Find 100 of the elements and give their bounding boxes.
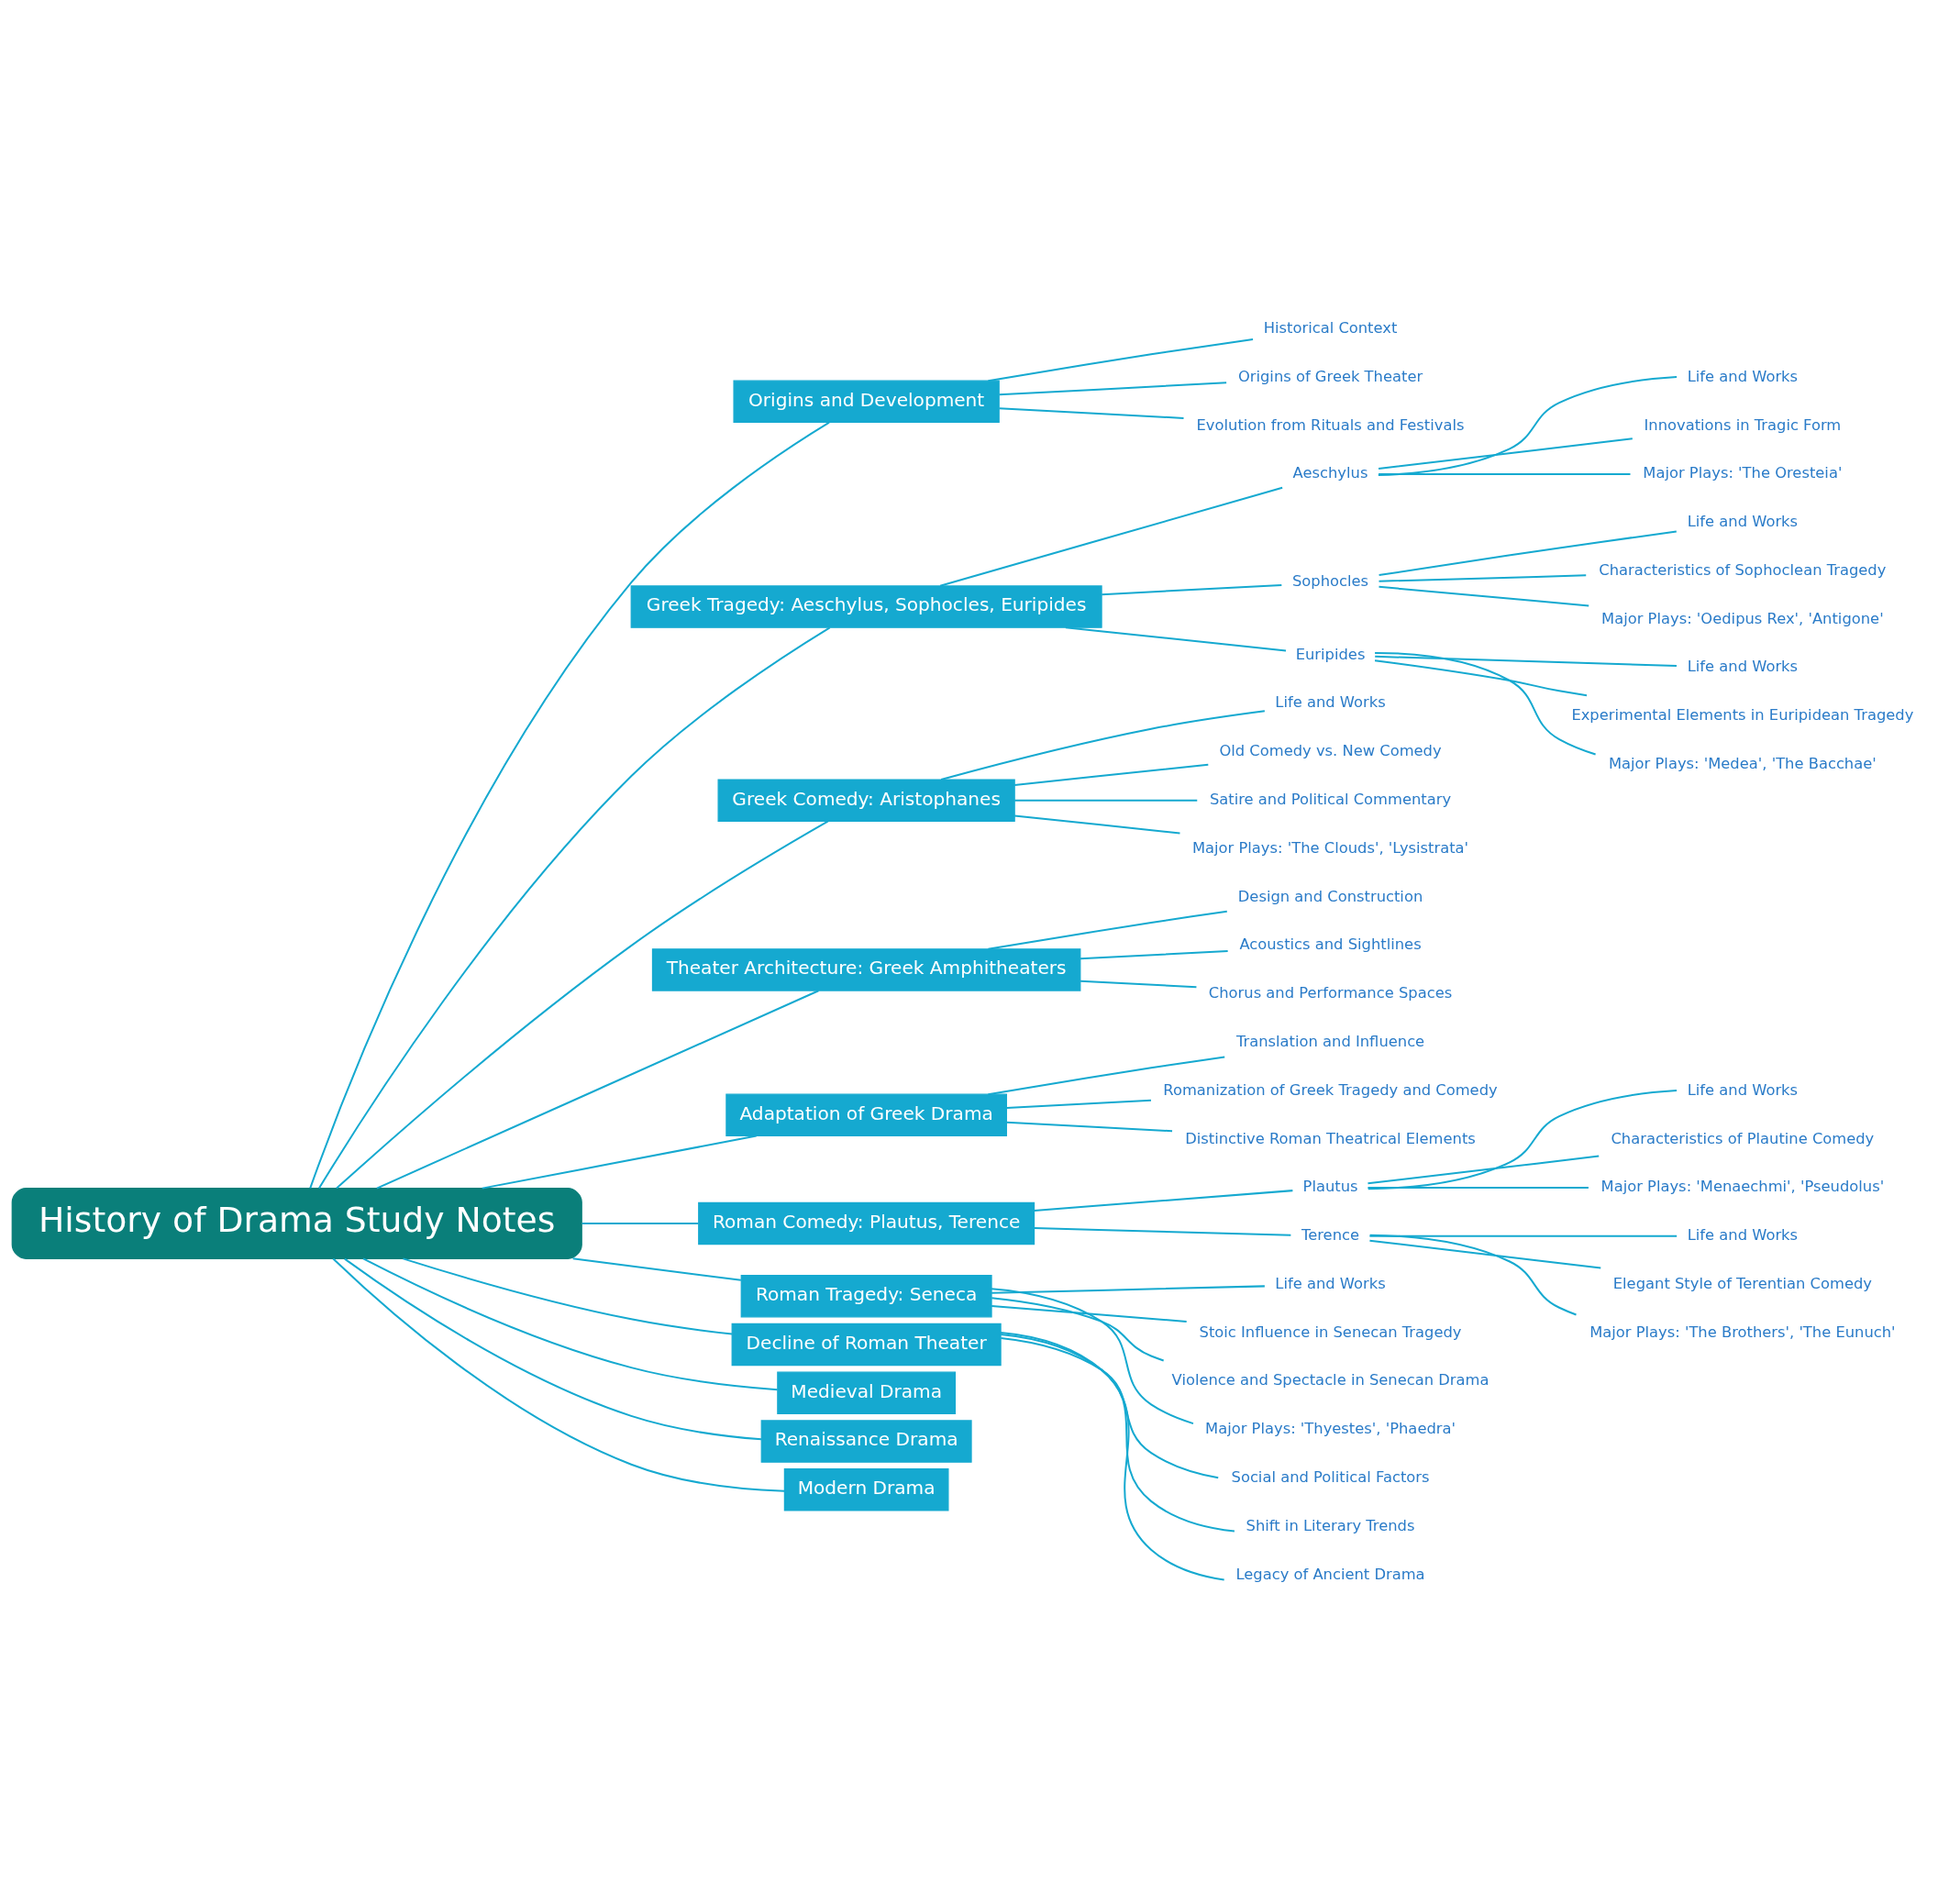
- node-box: Greek Comedy: Aristophanes: [717, 779, 1015, 822]
- node-text: Life and Works: [1687, 1226, 1799, 1245]
- node-text: Life and Works: [1275, 693, 1386, 712]
- node-text: Life and Works: [1687, 1080, 1799, 1099]
- connector: [991, 1285, 1265, 1294]
- node-text: Shift in Literary Trends: [1246, 1516, 1415, 1534]
- connector: [1065, 626, 1287, 652]
- connector: [939, 486, 1283, 587]
- node-text: Terence: [1301, 1226, 1360, 1245]
- node-text: Life and Works: [1275, 1274, 1386, 1292]
- connector: [376, 990, 819, 1190]
- connector: [318, 626, 831, 1189]
- node-text: Romanization of Greek Tragedy and Comedy: [1163, 1080, 1498, 1099]
- connector: [403, 1257, 733, 1335]
- connector: [1014, 799, 1198, 802]
- node-text: Experimental Elements in Euripidean Tragedy: [1571, 706, 1914, 725]
- connector: [1375, 655, 1677, 667]
- connector: [1080, 949, 1228, 960]
- node-text: Major Plays: 'Thyestes', 'Phaedra': [1205, 1420, 1456, 1438]
- connector: [1034, 1227, 1291, 1236]
- connector: [1000, 1332, 1224, 1581]
- node-box: History of Drama Study Notes: [11, 1188, 582, 1259]
- node-box: Greek Tragedy: Aeschylus, Sophocles, Euripides: [630, 585, 1102, 628]
- node-text: Major Plays: 'Oedipus Rex', 'Antigone': [1601, 609, 1884, 627]
- node-text: Life and Works: [1687, 658, 1799, 676]
- node-text: Life and Works: [1687, 367, 1799, 385]
- node-text: Social and Political Factors: [1231, 1468, 1430, 1487]
- node-text: Design and Construction: [1237, 887, 1423, 905]
- connector: [1034, 1190, 1293, 1212]
- connector: [988, 338, 1254, 382]
- connector: [1379, 585, 1589, 607]
- connector: [991, 1305, 1187, 1323]
- node-text: Violence and Spectacle in Senecan Drama: [1171, 1371, 1489, 1389]
- node-text: Origins of Greek Theater: [1237, 367, 1423, 385]
- node-text: Major Plays: 'Menaechmi', 'Pseudolus': [1600, 1178, 1885, 1196]
- connector: [1375, 651, 1596, 756]
- connector: [1368, 1090, 1678, 1190]
- connector: [581, 1223, 699, 1224]
- node-text: Aeschylus: [1292, 464, 1368, 482]
- node-text: Major Plays: 'Medea', 'The Bacchae': [1608, 755, 1877, 773]
- node-text: Distinctive Roman Theatrical Elements: [1185, 1129, 1476, 1147]
- node-text: Chorus and Performance Spaces: [1208, 984, 1453, 1002]
- node-text: Acoustics and Sightlines: [1239, 935, 1422, 954]
- node-box: Roman Comedy: Plautus, Terence: [698, 1201, 1035, 1245]
- connector: [1014, 814, 1180, 835]
- connector: [999, 382, 1227, 396]
- node-text: Old Comedy vs. New Comedy: [1219, 742, 1442, 760]
- node-text: Evolution from Rituals and Festivals: [1196, 415, 1465, 434]
- connector: [572, 1257, 741, 1281]
- node-box: Decline of Roman Theater: [731, 1323, 1002, 1367]
- node-text: Legacy of Ancient Drama: [1235, 1565, 1425, 1583]
- connector: [1369, 1239, 1601, 1269]
- connector: [362, 1257, 778, 1391]
- node-box: Roman Tragedy: Seneca: [740, 1274, 992, 1318]
- node-box: Modern Drama: [783, 1468, 949, 1511]
- connector: [1001, 1337, 1219, 1479]
- connector: [1379, 530, 1677, 577]
- node-text: Elegant Style of Terentian Comedy: [1612, 1274, 1872, 1292]
- connector: [1006, 1099, 1151, 1109]
- connector: [1001, 1334, 1235, 1533]
- connector: [344, 1257, 762, 1441]
- connector: [336, 820, 829, 1190]
- node-box: Origins and Development: [733, 380, 1000, 424]
- connector: [1368, 1155, 1600, 1185]
- connector: [1369, 1234, 1678, 1237]
- connector: [991, 1288, 1194, 1425]
- node-text: Satire and Political Commentary: [1209, 790, 1452, 808]
- node-text: Historical Context: [1263, 318, 1398, 337]
- node-box: Adaptation of Greek Drama: [725, 1093, 1007, 1137]
- connector: [1369, 1234, 1577, 1316]
- node-text: Euripides: [1295, 645, 1366, 663]
- connector: [1102, 583, 1282, 596]
- node-text: Major Plays: 'The Clouds', 'Lysistrata': [1191, 838, 1469, 857]
- connector: [999, 407, 1184, 419]
- node-text: Translation and Influence: [1235, 1032, 1425, 1050]
- connector: [1014, 763, 1209, 786]
- node-box: Renaissance Drama: [760, 1420, 972, 1463]
- connector: [1374, 659, 1588, 697]
- connector: [1080, 980, 1197, 989]
- connector: [988, 910, 1227, 950]
- connector: [1378, 376, 1678, 476]
- connector: [1378, 437, 1633, 470]
- connector: [1379, 473, 1631, 476]
- node-text: Sophocles: [1291, 572, 1369, 591]
- node-text: Life and Works: [1687, 513, 1799, 531]
- connector: [482, 1135, 757, 1190]
- node-text: Characteristics of Plautine Comedy: [1611, 1129, 1875, 1147]
- node-text: Stoic Influence in Senecan Tragedy: [1199, 1323, 1462, 1341]
- node-box: Medieval Drama: [777, 1371, 957, 1414]
- node-text: Characteristics of Sophoclean Tragedy: [1599, 560, 1887, 579]
- connector: [309, 421, 830, 1189]
- node-text: Major Plays: 'The Brothers', 'The Eunuch': [1589, 1323, 1896, 1341]
- connector: [991, 1297, 1164, 1362]
- node-text: Major Plays: 'The Oresteia': [1643, 464, 1843, 482]
- node-text: Innovations in Tragic Form: [1644, 415, 1842, 434]
- connector: [332, 1257, 785, 1492]
- connector: [940, 710, 1265, 780]
- node-box: Theater Architecture: Greek Amphitheaters: [651, 948, 1081, 991]
- connector: [1368, 1187, 1589, 1190]
- connector: [1006, 1121, 1173, 1133]
